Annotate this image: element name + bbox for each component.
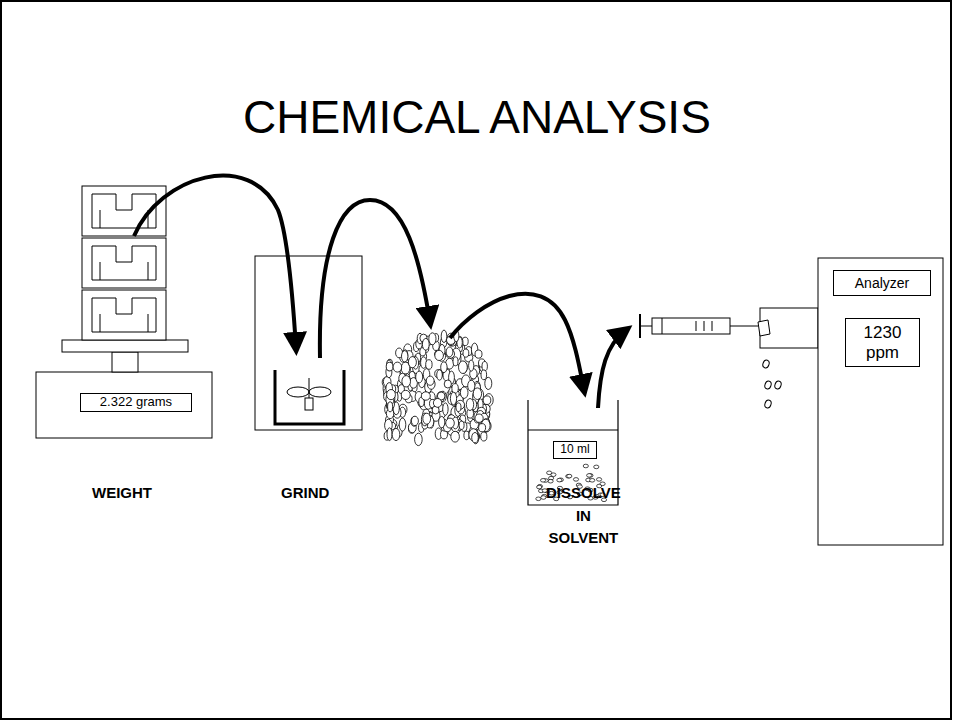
particle <box>453 357 458 366</box>
particle <box>475 414 483 422</box>
particle <box>416 371 423 383</box>
sediment-particle <box>583 464 588 468</box>
process-arrow <box>134 176 626 408</box>
step-label: GRIND <box>281 482 329 505</box>
sediment-particle <box>573 478 578 482</box>
particle <box>443 403 448 415</box>
sediment-particle <box>537 485 542 489</box>
syringe <box>640 314 758 338</box>
sediment-particle <box>537 485 542 489</box>
particle <box>426 376 434 385</box>
readout-display: 1230 ppm <box>845 318 920 367</box>
particle <box>399 418 406 431</box>
particle <box>441 362 447 373</box>
particle <box>451 431 460 442</box>
particle <box>463 349 469 357</box>
particle <box>439 416 445 427</box>
sediment-particle <box>541 479 546 483</box>
particle <box>429 333 436 345</box>
slide-title: CHEMICAL ANALYSIS <box>243 90 711 144</box>
particle <box>450 392 456 405</box>
particle <box>460 387 468 399</box>
particle <box>481 432 487 441</box>
sediment-particle <box>597 478 602 482</box>
particle <box>421 392 430 400</box>
particle <box>483 396 491 405</box>
volume-label: 10 ml <box>553 441 597 459</box>
scale-display: 2.322 grams <box>80 393 192 412</box>
particle <box>469 360 474 371</box>
particle <box>401 390 410 399</box>
particle <box>466 399 473 411</box>
particle <box>408 357 416 368</box>
particle <box>426 360 432 370</box>
particle <box>444 380 451 388</box>
sediment-particle <box>557 478 562 482</box>
particle <box>459 361 468 374</box>
particle <box>475 350 482 358</box>
particle <box>387 428 392 441</box>
grinder <box>255 256 362 430</box>
particle <box>459 421 464 429</box>
particle <box>472 433 479 443</box>
particle <box>481 370 487 380</box>
particle <box>402 376 411 387</box>
particle <box>435 350 444 360</box>
scale <box>36 186 212 438</box>
particle <box>411 416 418 425</box>
sediment-particle <box>547 471 552 475</box>
particle <box>482 362 487 371</box>
particle <box>468 380 475 391</box>
particle <box>456 403 461 412</box>
sediment-particle <box>590 479 595 483</box>
sediment-particle <box>567 474 572 478</box>
particle <box>402 351 408 362</box>
sediment-particle <box>536 497 541 501</box>
particle-pile <box>382 330 493 446</box>
analyzer <box>758 258 943 545</box>
particle <box>473 388 481 400</box>
particle <box>452 384 458 394</box>
particle <box>464 431 469 440</box>
particle <box>422 338 429 350</box>
particle <box>423 413 431 424</box>
step-label: WEIGHT <box>92 482 152 505</box>
volume-label-text: 10 ml <box>560 443 589 457</box>
particle <box>386 362 393 371</box>
particle <box>393 362 402 372</box>
sediment-particle <box>541 496 546 500</box>
particle <box>415 433 423 445</box>
step-label: DISSOLVE IN SOLVENT <box>546 482 621 550</box>
analyzer-label: Analyzer <box>833 270 931 296</box>
particle <box>388 402 393 412</box>
sediment-particle <box>548 479 553 483</box>
particle <box>446 418 455 428</box>
particle <box>446 347 453 357</box>
sediment-particle <box>587 474 592 478</box>
particle <box>411 417 418 427</box>
particle <box>387 390 396 400</box>
readout-display-text: 1230 ppm <box>864 323 902 362</box>
sediment-particle <box>594 465 599 469</box>
scale-display-text: 2.322 grams <box>100 395 172 410</box>
sediment-particle <box>566 475 571 479</box>
particle <box>392 428 400 440</box>
particle <box>479 424 486 432</box>
particle <box>433 399 441 408</box>
particle <box>441 330 447 342</box>
analyzer-label-text: Analyzer <box>855 275 909 291</box>
